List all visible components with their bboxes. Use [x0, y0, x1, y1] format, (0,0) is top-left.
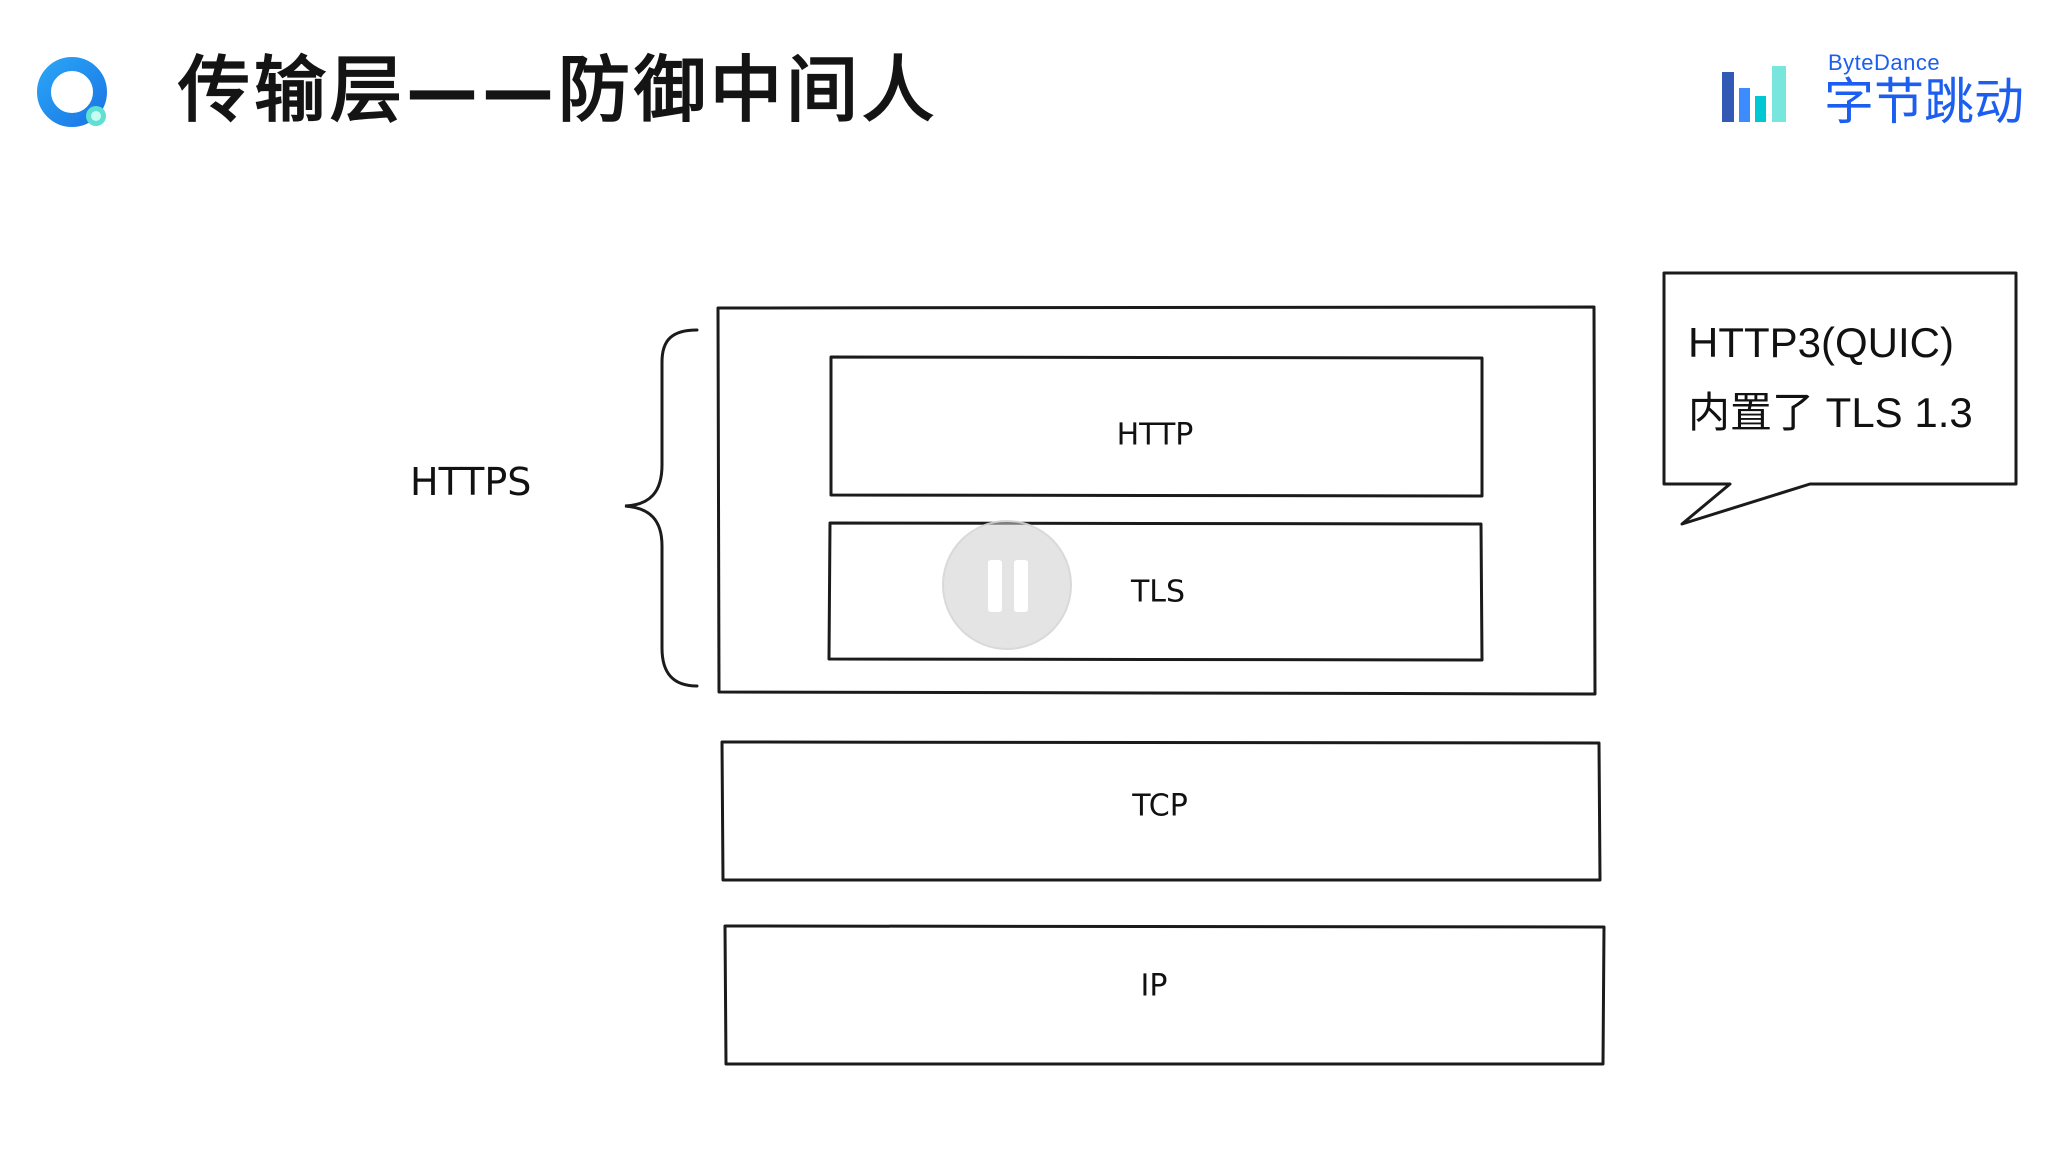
brand-name-cn: 字节跳动 — [1824, 73, 2024, 131]
tls-layer: TLS — [827, 521, 1484, 662]
ip-layer-label: IP — [1141, 969, 1168, 1004]
brand-logo: ByteDance 字节跳动 — [1722, 50, 2024, 131]
brand-name-en: ByteDance — [1828, 50, 1941, 75]
tcp-layer-box — [720, 740, 1602, 882]
https-brace — [624, 328, 699, 688]
callout-bubble — [1662, 271, 2018, 526]
bytedance-bars-icon — [1722, 66, 1786, 122]
tls-layer-label: TLS — [1130, 575, 1185, 610]
tcp-layer-label: TCP — [1131, 789, 1188, 824]
callout-text: HTTP3(QUIC) 内置了 TLS 1.3 — [1688, 308, 2008, 448]
page-title: 传输层——防御中间人 — [178, 48, 939, 132]
callout-line-1: HTTP3(QUIC) — [1688, 319, 1954, 366]
q-ring-logo-icon — [37, 57, 107, 127]
ip-layer-box — [723, 924, 1606, 1066]
http-layer: HTTP — [829, 355, 1484, 498]
ip-layer: IP — [723, 924, 1606, 1066]
tcp-layer: TCP — [720, 740, 1602, 882]
pause-button[interactable] — [942, 520, 1072, 650]
https-group-label: HTTPS — [410, 460, 532, 504]
callout-line-2: 内置了 TLS 1.3 — [1688, 389, 1973, 436]
http-layer-label: HTTP — [1117, 418, 1194, 453]
http-layer-box — [829, 355, 1484, 498]
